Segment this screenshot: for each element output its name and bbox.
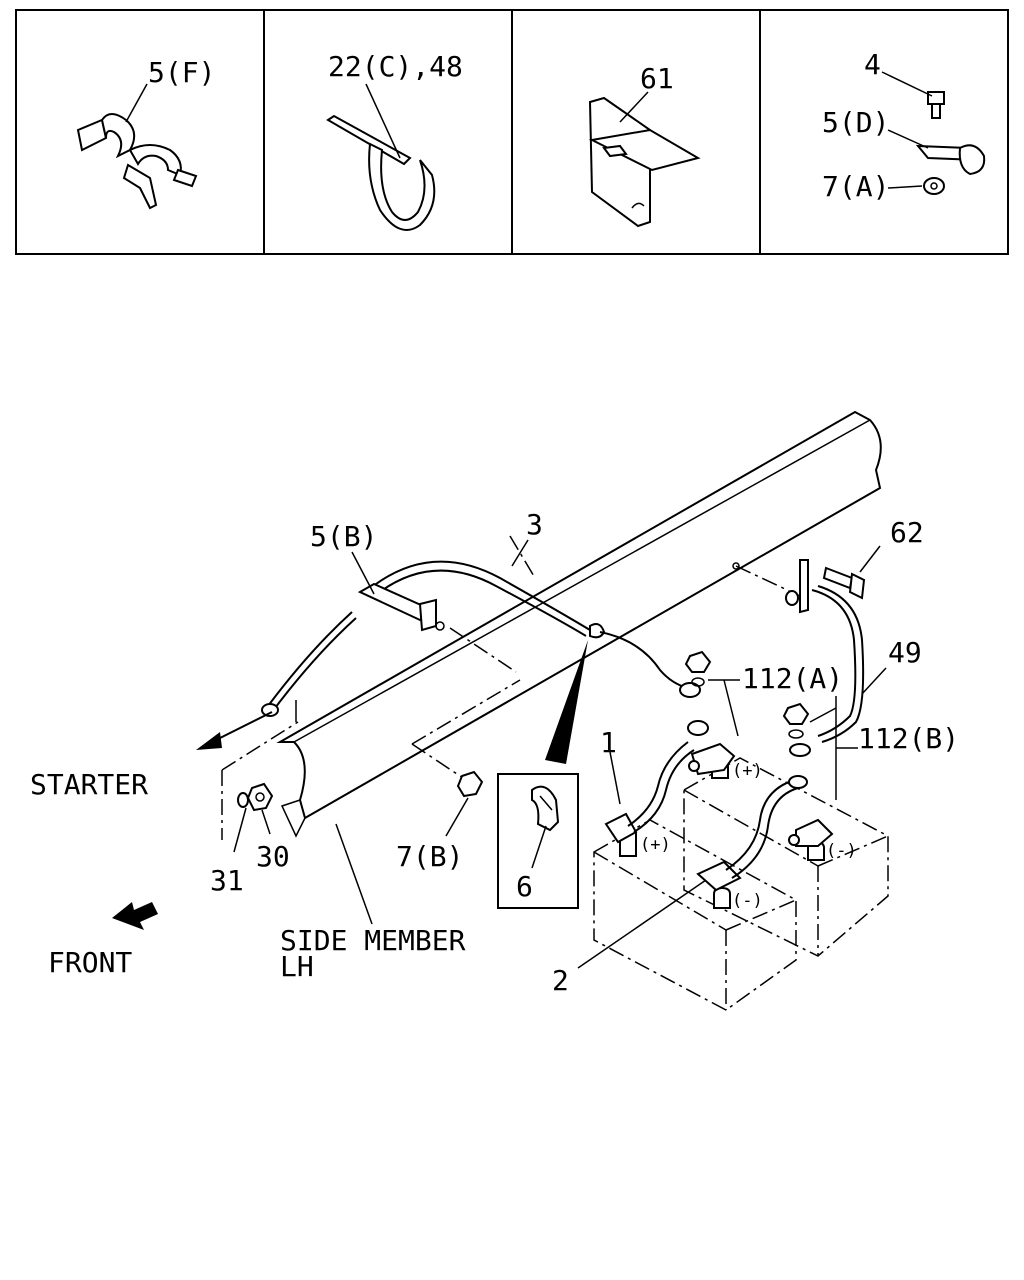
- callout-30: 30: [256, 840, 290, 873]
- callout-7b: 7(B): [396, 840, 463, 873]
- panel-clamp-5f: 5(F): [76, 56, 215, 210]
- cable-2: [577, 775, 834, 969]
- panel-1-label: 5(F): [148, 56, 215, 89]
- battery-rear: [683, 757, 889, 957]
- panel-4-label-clamp: 5(D): [822, 106, 889, 139]
- cable-49-assembly: [732, 545, 887, 743]
- callout-112b: 112(B): [858, 722, 959, 755]
- rear-battery-pos-mark: (+): [732, 761, 763, 781]
- parts-panel-grid: [15, 9, 1009, 255]
- front-arrow-icon: [112, 902, 158, 930]
- rear-battery-neg-mark: (-): [826, 841, 857, 861]
- callout-6: 6: [516, 870, 533, 903]
- panel-bracket-61: 61: [588, 62, 701, 228]
- side-member-leader: [335, 823, 373, 925]
- label-starter: STARTER: [30, 768, 148, 801]
- panel-4-label-nut: 7(A): [822, 170, 889, 203]
- hardware-112a: [684, 650, 740, 737]
- callout-112a: 112(A): [742, 662, 843, 695]
- nut-7b: [411, 679, 521, 837]
- label-side-member: SIDE MEMBER: [280, 924, 466, 957]
- battery-front: [593, 819, 797, 1011]
- panel-clamp-5d-set: 4 5(D) 7(A): [822, 48, 986, 203]
- cable-3-assembly: [261, 535, 701, 717]
- starter-hardware: [221, 721, 299, 853]
- callout-62: 62: [890, 516, 924, 549]
- callout-49: 49: [888, 636, 922, 669]
- starter-arrow: [196, 700, 297, 750]
- front-battery-neg-mark: (-): [732, 891, 763, 911]
- callout-2: 2: [552, 964, 569, 997]
- panel-band-22c-48: 22(C),48: [326, 50, 463, 231]
- callout-1: 1: [600, 726, 617, 759]
- callout-3-leader: [511, 539, 529, 567]
- callout-5b-leader: [351, 551, 375, 595]
- label-front: FRONT: [48, 946, 132, 979]
- cable-1: [604, 720, 736, 844]
- inset-clip-6: [497, 640, 588, 909]
- callout-5b: 5(B): [310, 520, 377, 553]
- callout-3: 3: [526, 508, 543, 541]
- front-battery-pos-mark: (+): [640, 835, 671, 855]
- panel-4-label-bolt: 4: [864, 48, 881, 81]
- panel-3-label: 61: [640, 62, 674, 95]
- callout-31: 31: [210, 864, 244, 897]
- hardware-112b: [782, 696, 858, 800]
- panel-2-label: 22(C),48: [328, 50, 463, 83]
- label-side-member-lh: LH: [280, 950, 314, 983]
- side-member-rail: [276, 410, 882, 838]
